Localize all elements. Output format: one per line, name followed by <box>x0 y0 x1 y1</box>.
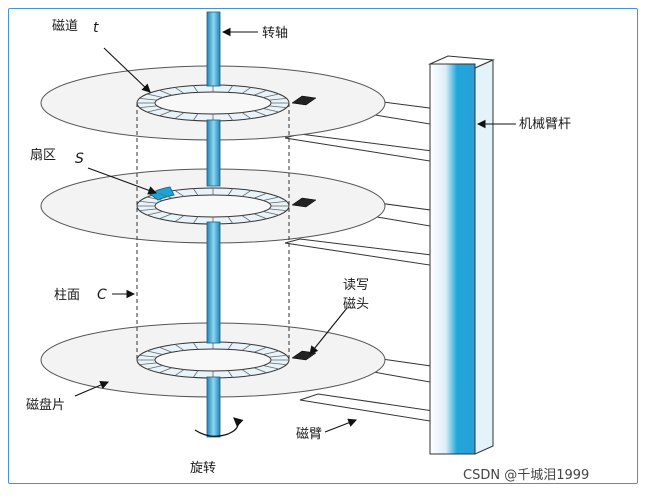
sector-divider <box>263 350 279 355</box>
sector-divider <box>174 112 185 119</box>
sector-divider <box>241 344 252 351</box>
sector-divider <box>147 350 163 355</box>
sector-divider <box>227 113 233 121</box>
sector-divider <box>147 108 163 113</box>
sector-divider <box>193 342 199 350</box>
sector-divider <box>159 213 173 220</box>
sector-divider <box>268 362 287 366</box>
label-sector: 扇区 <box>30 147 56 163</box>
sector-divider <box>139 105 158 109</box>
sector-divider <box>253 89 267 96</box>
sector-divider <box>139 208 158 212</box>
sector-divider <box>139 97 158 101</box>
sector-divider <box>174 190 185 197</box>
sector-divider <box>268 354 287 358</box>
sector-divider <box>147 93 163 98</box>
sector-divider <box>159 89 173 96</box>
label-arm-assembly: 机械臂杆 <box>519 117 571 132</box>
sector-divider <box>159 192 173 199</box>
label-track-symbol: t <box>93 20 99 36</box>
sector-divider <box>263 108 279 113</box>
sector-divider <box>193 188 199 196</box>
watermark: CSDN @千城泪1999 <box>463 468 589 483</box>
sector-divider <box>147 365 163 370</box>
sector-divider <box>268 200 287 204</box>
sector-divider <box>227 85 233 93</box>
head-middle <box>291 197 317 208</box>
sector-divider <box>227 188 233 196</box>
sector-divider <box>263 211 279 216</box>
sector-divider <box>227 216 233 224</box>
label-cylinder-symbol: C <box>97 287 107 303</box>
label-cylinder: 柱面 <box>54 288 80 303</box>
sector-divider <box>268 105 287 109</box>
sector-divider <box>159 367 173 374</box>
sector-divider <box>241 87 252 94</box>
spindle <box>206 11 221 438</box>
sector-divider <box>174 215 185 222</box>
sector-divider <box>263 93 279 98</box>
head-top <box>291 95 317 106</box>
sector-divider <box>227 342 233 350</box>
sector-divider <box>253 213 267 220</box>
sector-divider <box>139 362 158 366</box>
sector-divider <box>139 354 158 358</box>
label-arrows <box>74 27 516 433</box>
sector-divider <box>193 370 199 378</box>
rotation-arrow <box>194 417 244 437</box>
sector-divider <box>147 196 163 201</box>
sector-divider <box>263 365 279 370</box>
sector-divider <box>263 196 279 201</box>
diagram-frame <box>8 8 638 484</box>
labels: 磁道 t 转轴 机械臂杆 扇区 S 柱面 C 读写 磁头 磁盘片 磁臂 旋转 <box>26 19 571 476</box>
label-platter: 磁盘片 <box>26 397 65 413</box>
sector-divider <box>241 190 252 197</box>
sector-divider <box>193 85 199 93</box>
sector-divider <box>253 192 267 199</box>
label-disk-arm: 磁臂 <box>296 427 322 442</box>
sector-ticks <box>137 85 289 378</box>
sector-divider <box>253 346 267 353</box>
sector-divider <box>241 215 252 222</box>
sector-divider <box>159 346 173 353</box>
sector-divider <box>174 87 185 94</box>
sector-divider <box>174 369 185 376</box>
sector-divider <box>193 216 199 224</box>
sector-divider <box>227 370 233 378</box>
sector-divider <box>174 344 185 351</box>
sector-divider <box>193 113 199 121</box>
label-track: 磁道 <box>52 19 78 34</box>
label-head-line2: 磁头 <box>343 297 369 312</box>
cylinder-outline <box>136 103 290 360</box>
sector-divider <box>159 110 173 117</box>
sector-divider <box>241 112 252 119</box>
sector-divider <box>253 110 267 117</box>
sector-divider <box>268 208 287 212</box>
sector-divider <box>147 211 163 216</box>
sector-divider <box>241 369 252 376</box>
label-rotation: 旋转 <box>190 461 216 476</box>
sector-divider <box>268 97 287 101</box>
sector-divider <box>253 367 267 374</box>
label-spindle: 转轴 <box>262 26 288 41</box>
sector-divider <box>139 200 158 204</box>
arm-column <box>428 55 495 455</box>
label-sector-symbol: S <box>75 151 84 167</box>
label-head-line1: 读写 <box>343 278 369 293</box>
